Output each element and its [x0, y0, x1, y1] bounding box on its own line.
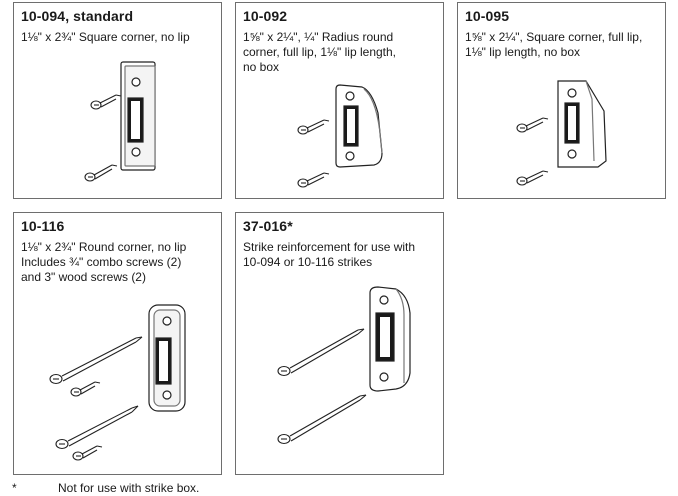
- screw-icon: [516, 170, 549, 186]
- screw-icon: [72, 445, 103, 461]
- product-code: 10-094, standard: [21, 8, 134, 24]
- product-code: 10-095: [465, 8, 510, 24]
- wood-screw-icon: [277, 394, 367, 445]
- screw-icon: [297, 119, 330, 135]
- product-description: 1⅛" x 2¾" Round corner, no lip Includes …: [21, 240, 187, 284]
- footnote-text: Not for use with strike box.: [58, 481, 200, 495]
- product-code: 10-116: [21, 218, 65, 234]
- footnote-marker: *: [12, 481, 17, 495]
- product-card-10-094: 10-094, standard 1⅛" x 2¾" Square corner…: [13, 2, 222, 199]
- screw-icon: [297, 172, 330, 188]
- strike-plate-round-illustration: [49, 304, 186, 461]
- strike-reinforcement-illustration: [277, 286, 411, 445]
- screw-icon: [90, 94, 122, 110]
- product-description: 1⅛" x 2¾" Square corner, no lip: [21, 30, 190, 44]
- product-description: Strike reinforcement for use with 10-094…: [243, 240, 416, 269]
- strike-plate-square-illustration: [84, 61, 156, 182]
- product-description: 1⅝" x 2¼", Square corner, full lip, 1⅛" …: [465, 30, 643, 59]
- screw-icon: [516, 117, 549, 133]
- product-code: 10-092: [243, 8, 288, 24]
- wood-screw-icon: [49, 336, 143, 385]
- product-card-37-016: 37-016* Strike reinforcement for use wit…: [235, 212, 444, 475]
- strike-plate-square-full-lip-illustration: [516, 80, 607, 186]
- wood-screw-icon: [55, 405, 139, 450]
- strike-plate-full-lip-illustration: [297, 84, 383, 188]
- screw-icon: [70, 381, 101, 397]
- product-card-10-092: 10-092 1⅝" x 2¼", ¼" Radius round corner…: [235, 2, 444, 199]
- screw-icon: [84, 164, 118, 182]
- product-card-10-095: 10-095 1⅝" x 2¼", Square corner, full li…: [457, 2, 666, 199]
- product-description: 1⅝" x 2¼", ¼" Radius round corner, full …: [243, 30, 397, 74]
- product-code: 37-016*: [243, 218, 293, 234]
- product-card-10-116: 10-116 1⅛" x 2¾" Round corner, no lip In…: [13, 212, 222, 475]
- wood-screw-icon: [277, 328, 365, 377]
